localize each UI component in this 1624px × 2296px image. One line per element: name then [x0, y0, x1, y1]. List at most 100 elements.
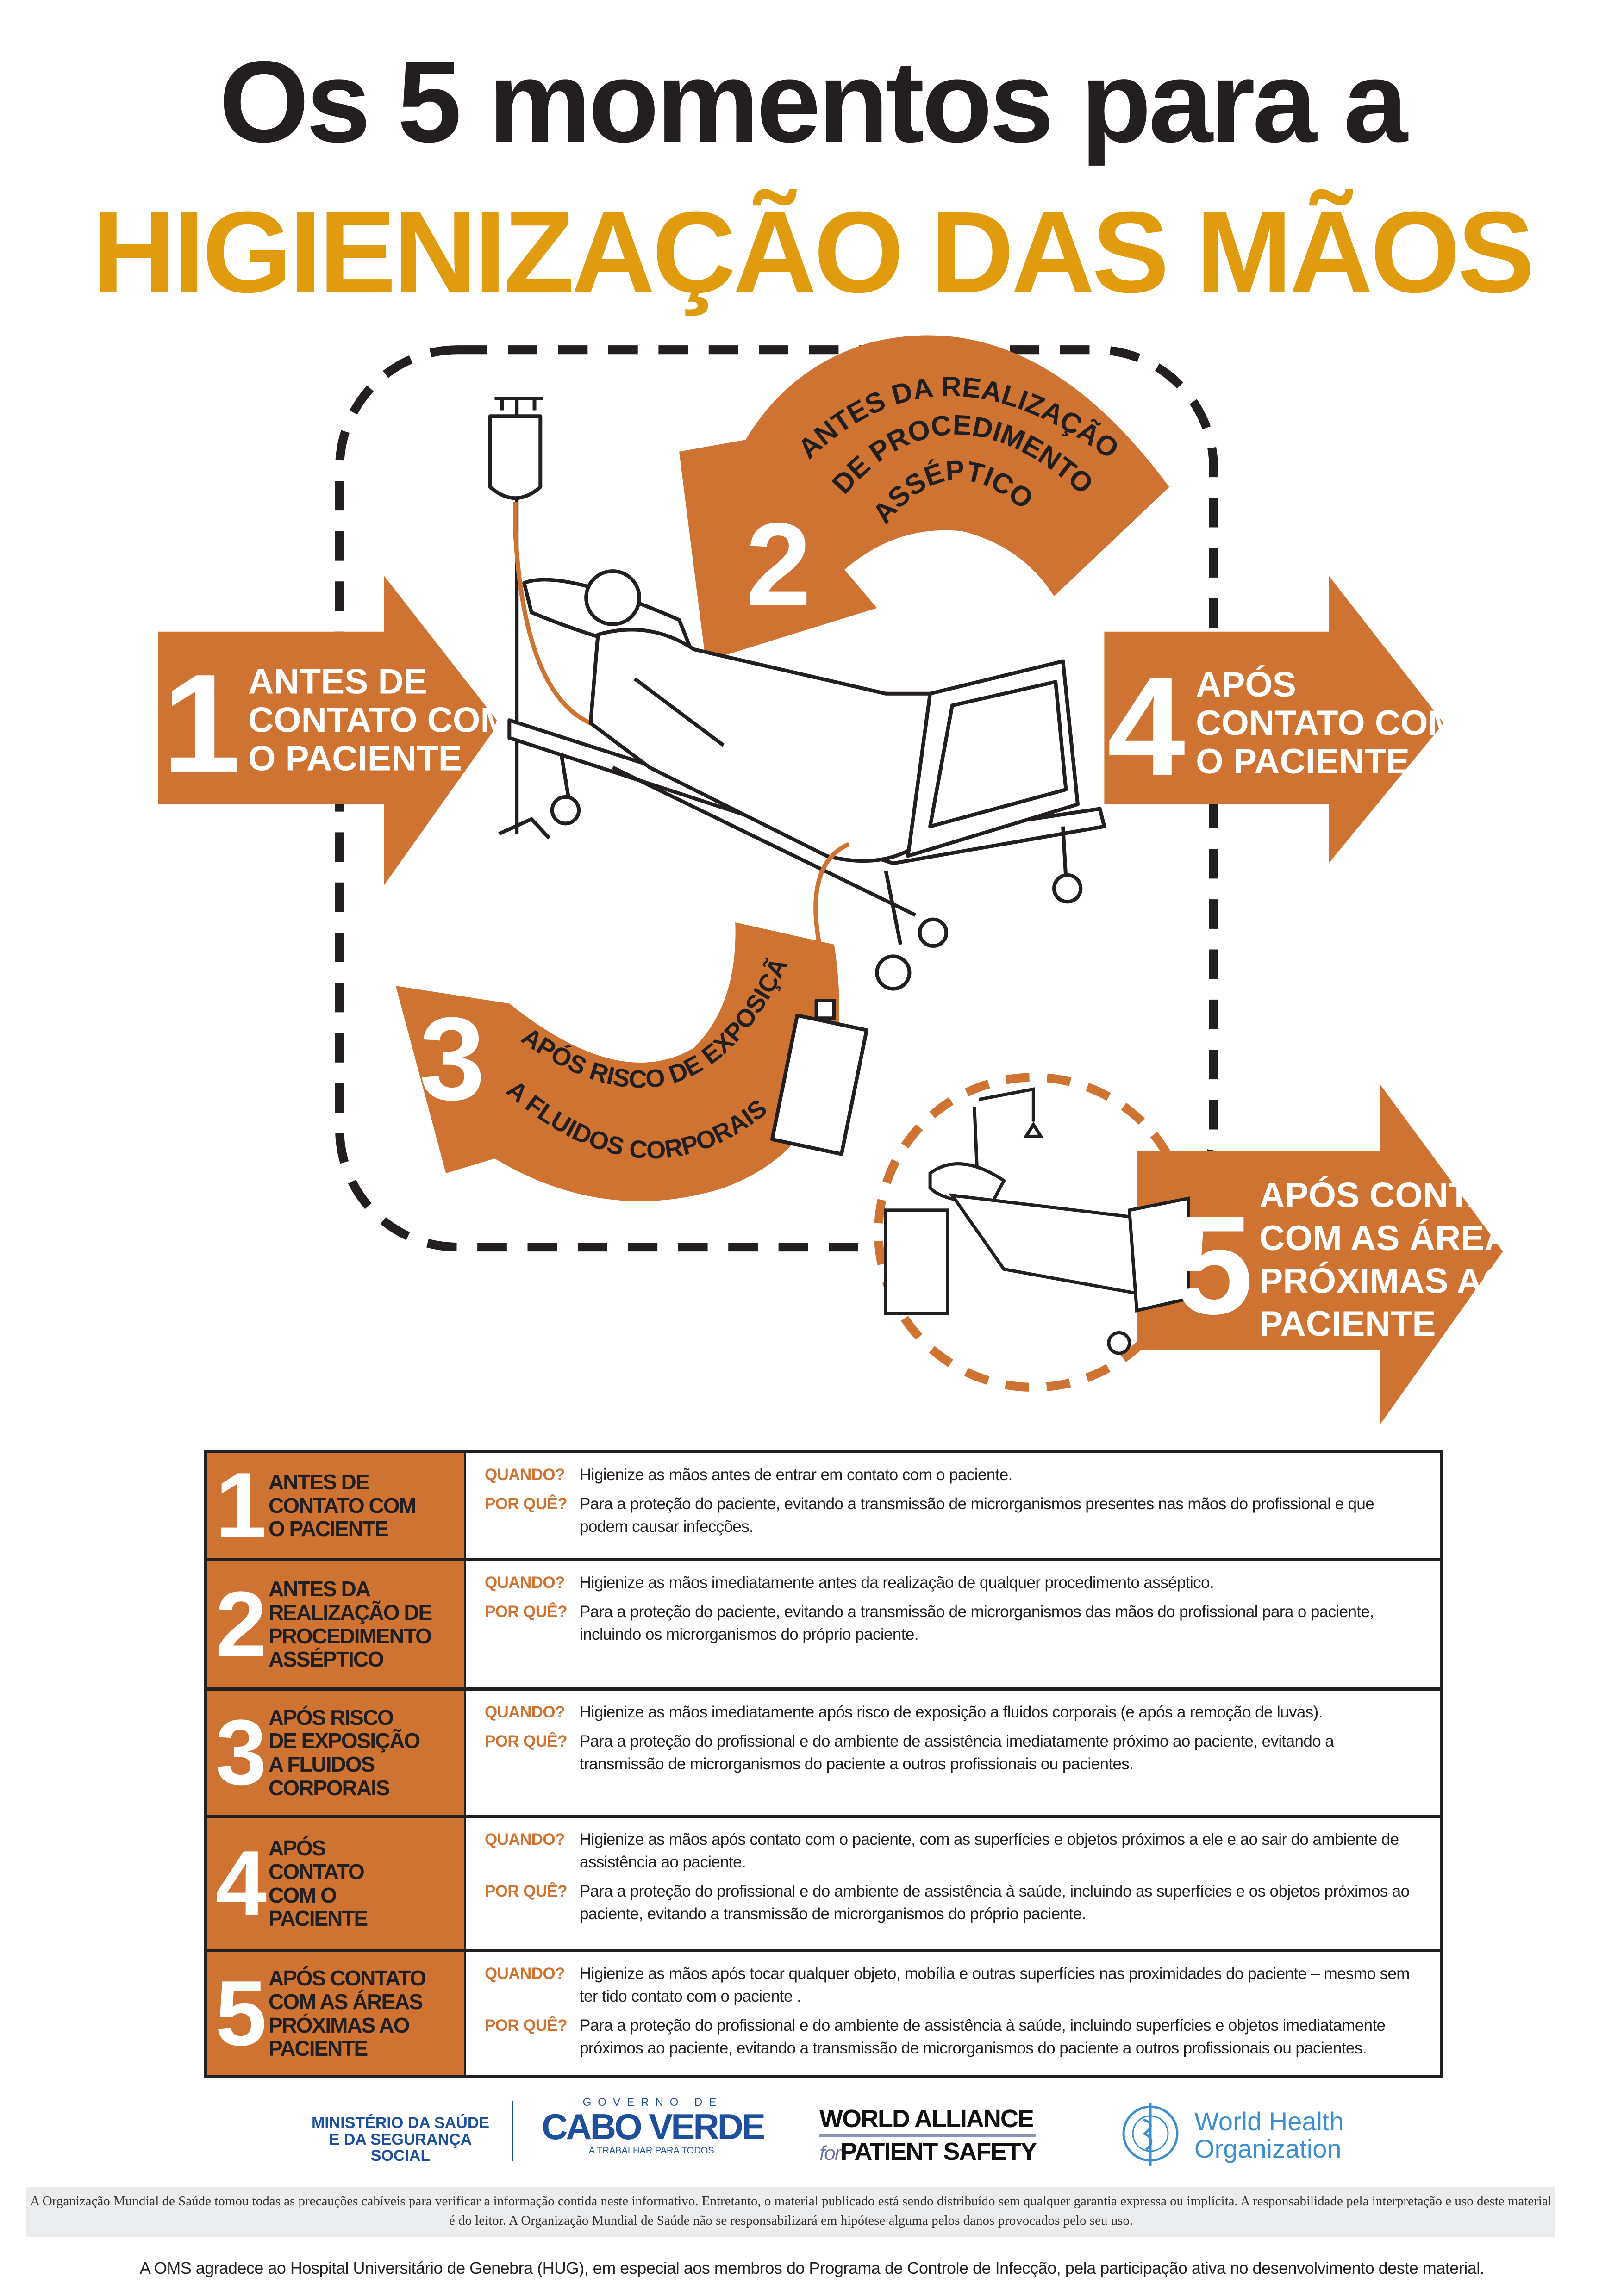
- moment-description-cell: QUANDO? Higienize as mãos antes de entrar…: [466, 1453, 1440, 1558]
- svg-text:ANTES DE CONTATO COM O: ANTES DE CONTATO COM O PACIENTE: [248, 662, 520, 778]
- why-label: POR QUÊ?: [485, 2016, 568, 2035]
- ministerio-text: MINISTÉRIO DA SAÚDE: [311, 2114, 490, 2132]
- moment-1-text: CONTATO COM: [248, 701, 510, 740]
- wa-top-text: WORLD ALLIANCE: [819, 2105, 1034, 2133]
- moment-label-line: APÓS RISCO: [269, 1705, 394, 1730]
- when-text: Higienize as mãos imediatamente antes da…: [580, 1574, 1214, 1592]
- ministerio-text: SOCIAL: [370, 2147, 431, 2165]
- why-text: Para a proteção do paciente, evitando a …: [580, 1603, 1374, 1643]
- why-text: Para a proteção do profissional e do amb…: [580, 1882, 1410, 1923]
- moment-3-text: APÓS RISCO DE EXPOSIÇÃO: [0, 0, 793, 1094]
- when-text: Higienize as mãos antes de entrar em con…: [580, 1466, 1012, 1484]
- moment-5-text: PRÓXIMAS AO: [1259, 1261, 1510, 1300]
- wa-bottom-text: PATIENT SAFETY: [840, 2137, 1037, 2165]
- moment-3-number: 3: [419, 993, 485, 1125]
- moment-label-line: COM O: [269, 1883, 337, 1907]
- title-line-2: HIGIENIZAÇÃO DAS MÃOS: [92, 187, 1535, 317]
- moment-4-text: O PACIENTE: [1196, 742, 1410, 781]
- svg-text:APÓS RISCO DE EXPOSIÇÃO: APÓS RISCO DE EXPOSIÇÃO: [0, 0, 793, 1094]
- moment-5-number: 5: [1175, 1187, 1253, 1344]
- moment-label-line: PACIENTE: [269, 1906, 368, 1931]
- moment-label-line: ANTES DA: [269, 1577, 371, 1601]
- when-text: Higienize as mãos após tocar qualquer ob…: [580, 1965, 1410, 2005]
- moment-2-number: 2: [746, 498, 812, 630]
- why-text: Para a proteção do profissional e do amb…: [580, 1732, 1334, 1773]
- moment-1-text: ANTES DE: [248, 662, 427, 702]
- disclaimer: A Organização Mundial de Saúde tomou tod…: [26, 2187, 1555, 2237]
- when-label: QUANDO?: [485, 1574, 565, 1592]
- when-label: QUANDO?: [485, 1830, 565, 1848]
- why-text: Para a proteção do profissional e do amb…: [580, 2016, 1386, 2057]
- moment-4-number: 4: [1107, 648, 1186, 805]
- moment-4-text: APÓS: [1196, 665, 1296, 704]
- acknowledgement: A OMS agradece ao Hospital Universitário…: [139, 2259, 1485, 2277]
- moment-label-line: O PACIENTE: [269, 1517, 389, 1541]
- moment-number: 5: [215, 1961, 267, 2065]
- moment-2-arrow: [679, 335, 1169, 661]
- moment-5-text: PACIENTE: [1259, 1304, 1436, 1344]
- moment-label-line: CORPORAIS: [269, 1775, 390, 1800]
- moment-5-text: APÓS CONTATO: [1259, 1176, 1539, 1215]
- moment-label-line: ASSÉPTICO: [269, 1647, 384, 1672]
- world-alliance-logo: WORLD ALLIANCE forPATIENT SAFETY: [819, 2105, 1037, 2165]
- five-moments-diagram: 1 ANTES DE CONTATO COM O PACIENTE 4 APÓS…: [0, 0, 1549, 1425]
- moment-label-line: DE EXPOSIÇÃO: [269, 1729, 420, 1753]
- moment-description-cell: QUANDO? Higienize as mãos imediatamente a…: [466, 1561, 1440, 1687]
- cv-sub-text: A TRABALHAR PARA TODOS.: [588, 2146, 717, 2156]
- cv-main-text: CABO VERDE: [541, 2106, 766, 2147]
- moment-label-line: ANTES DE: [269, 1470, 370, 1494]
- moment-label-line: COM AS ÁREAS: [269, 1989, 423, 2014]
- moment-number: 4: [215, 1831, 267, 1935]
- why-label: POR QUÊ?: [485, 1495, 568, 1513]
- wa-for-text: for: [819, 2141, 841, 2165]
- patient-bed-illustration: [488, 396, 1106, 1156]
- moment-number: 1: [215, 1454, 267, 1557]
- who-text: Organization: [1194, 2134, 1342, 2163]
- logo-divider: [512, 2101, 513, 2161]
- moment-label-line: APÓS CONTATO: [269, 1966, 426, 1991]
- why-label: POR QUÊ?: [485, 1603, 568, 1621]
- when-label: QUANDO?: [485, 1703, 565, 1721]
- moment-description-cell: QUANDO? Higienize as mãos após tocar qual…: [466, 1952, 1440, 2075]
- moment-label-line: PRÓXIMAS AO: [269, 2013, 410, 2037]
- ministerio-logo: MINISTÉRIO DA SAÚDE E DA SEGURANÇA SOCIA…: [296, 2115, 505, 2165]
- when-label: QUANDO?: [485, 1466, 565, 1484]
- moment-label-line: APÓS: [269, 1836, 326, 1860]
- moment-label-line: CONTATO COM: [269, 1493, 417, 1518]
- when-label: QUANDO?: [485, 1965, 565, 1983]
- moment-1-arrow: [158, 575, 499, 886]
- moment-label-line: A FLUIDOS: [269, 1752, 375, 1776]
- surroundings-bed-illustration: [884, 1087, 1190, 1355]
- who-emblem-icon: [1122, 2103, 1179, 2166]
- moment-label-line: PROCEDIMENTO: [269, 1624, 432, 1648]
- svg-text:APÓS CONTATO COM AS ÁREAS: APÓS CONTATO COM AS ÁREAS PRÓXIMAS AO PA…: [1259, 1176, 1549, 1343]
- cv-top-text: GOVERNO DE: [582, 2096, 723, 2109]
- svg-text:APÓS CONTATO COM O PAC: APÓS CONTATO COM O PACIENTE: [1196, 665, 1468, 781]
- who-text: World Health: [1194, 2107, 1344, 2136]
- when-text: Higienize as mãos imediatamente após ris…: [580, 1703, 1323, 1721]
- logos-bar: MINISTÉRIO DA SAÚDE E DA SEGURANÇA SOCIA…: [0, 2097, 1624, 2175]
- why-text: Para a proteção do paciente, evitando a …: [580, 1495, 1374, 1536]
- moment-4-arrow: [1104, 575, 1444, 864]
- moment-3-arrow: [395, 922, 839, 1201]
- moment-description-cell: QUANDO? Higienize as mãos imediatamente a…: [466, 1691, 1440, 1815]
- moment-4-text: CONTATO COM: [1196, 703, 1457, 743]
- moment-number: 2: [215, 1572, 267, 1676]
- moment-5-arrow: [1137, 1084, 1503, 1425]
- moment-description-cell: QUANDO?Higienize as mãos após contato co…: [466, 1818, 1440, 1949]
- moment-label-line: REALIZAÇÃO DE: [269, 1600, 432, 1624]
